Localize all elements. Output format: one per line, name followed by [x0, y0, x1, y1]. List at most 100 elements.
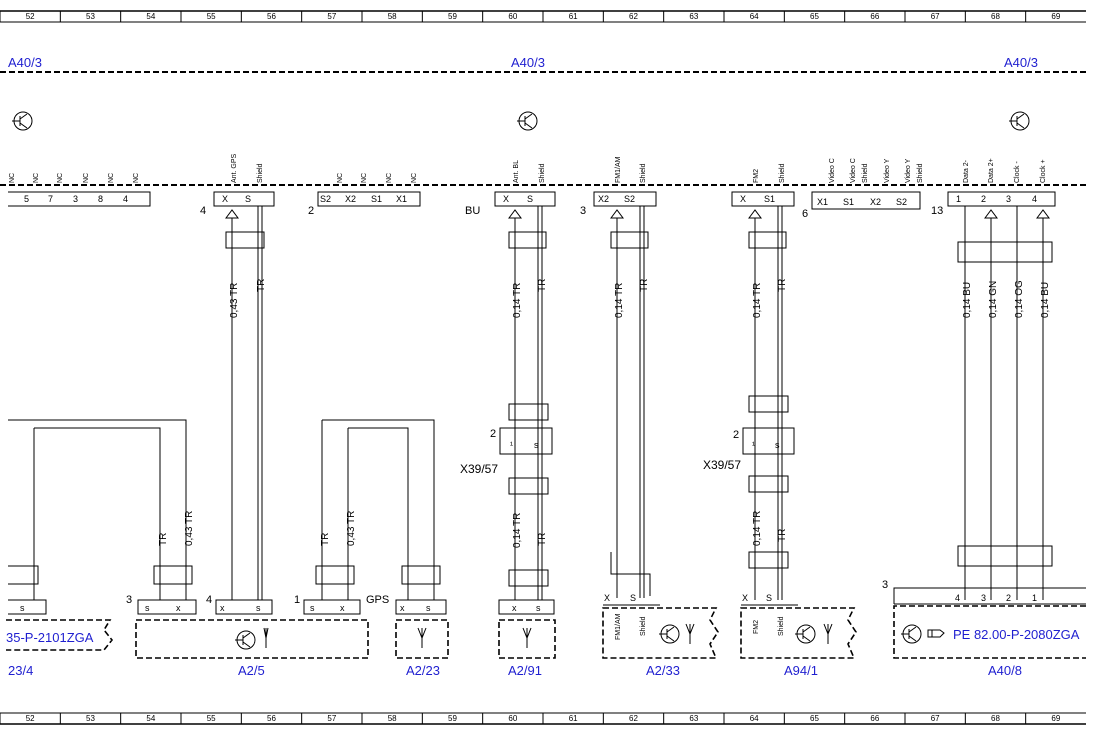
grid-column-label: 52	[26, 12, 35, 21]
svg-text:S: S	[766, 593, 772, 603]
transistor-icon	[12, 111, 33, 131]
gps-wires: 0,43 TR TR	[225, 206, 267, 600]
svg-text:Shield: Shield	[779, 163, 786, 183]
svg-text:2: 2	[981, 194, 986, 204]
x39-left-connector: 2 ¹ s X39/57	[460, 427, 553, 476]
svg-text:TR: TR	[639, 279, 650, 292]
svg-text:S2: S2	[320, 194, 331, 204]
component-a2-33: X S FM1/AM Shield A2/33	[602, 593, 719, 678]
svg-text:NC: NC	[361, 173, 368, 183]
link-ref-2101zga[interactable]: 35-P-2101ZGA	[6, 630, 94, 645]
svg-text:Data 2+: Data 2+	[988, 158, 995, 183]
link-ref-2080zga[interactable]: PE 82.00-P-2080ZGA	[953, 627, 1080, 642]
component-a2-23: 1 s x GPS x s A2/23	[294, 594, 449, 678]
svg-text:NC: NC	[133, 173, 140, 183]
svg-text:Shield: Shield	[862, 163, 869, 183]
grid-column-label: 53	[86, 714, 95, 723]
link-a2-91[interactable]: A2/91	[508, 663, 542, 678]
svg-text:x: x	[512, 603, 517, 613]
link-a2-33[interactable]: A2/33	[646, 663, 680, 678]
hand-pointer-icon	[927, 629, 945, 638]
svg-text:S: S	[245, 194, 251, 204]
grid-column-label: 61	[569, 12, 578, 21]
svg-text:s: s	[775, 440, 780, 450]
header-right[interactable]: A40/3	[1004, 55, 1038, 70]
svg-text:0,14 TR: 0,14 TR	[752, 511, 763, 546]
link-23-4[interactable]: 23/4	[8, 663, 33, 678]
fm2-connector: FM2 Shield X S1	[731, 163, 795, 219]
svg-text:0,14 TR: 0,14 TR	[512, 513, 523, 548]
grid-column-label: 68	[991, 12, 1000, 21]
svg-text:8: 8	[98, 194, 103, 204]
grid-column-label: 60	[508, 12, 517, 21]
svg-text:2: 2	[308, 205, 314, 217]
link-a2-5[interactable]: A2/5	[238, 663, 265, 678]
svg-text:4: 4	[1032, 194, 1037, 204]
grid-column-label: 54	[146, 12, 155, 21]
bl-wires: 0,14 TR TR 0,14 TR TR	[508, 206, 549, 600]
svg-text:x: x	[220, 603, 225, 613]
component-a94-1: X S FM2 Shield A94/1	[740, 593, 857, 678]
svg-text:TR: TR	[777, 529, 788, 542]
svg-text:s: s	[310, 603, 315, 613]
grid-column-label: 55	[207, 714, 216, 723]
svg-text:1: 1	[956, 194, 961, 204]
svg-text:TR: TR	[537, 279, 548, 292]
svg-text:Shield: Shield	[640, 616, 647, 636]
grid-column-label: 56	[267, 12, 276, 21]
header-center[interactable]: A40/3	[511, 55, 545, 70]
svg-text:Video C: Video C	[850, 158, 857, 183]
grid-column-label: 67	[931, 12, 940, 21]
header-left[interactable]: A40/3	[8, 55, 42, 70]
svg-text:GPS: GPS	[366, 594, 389, 606]
svg-text:Video C: Video C	[829, 158, 836, 183]
svg-text:0,43 TR: 0,43 TR	[346, 511, 357, 546]
grid-column-label: 68	[991, 714, 1000, 723]
svg-text:X: X	[604, 593, 610, 603]
grid-column-label: 61	[569, 714, 578, 723]
grid-column-label: 66	[870, 12, 879, 21]
svg-text:2: 2	[733, 429, 739, 441]
svg-text:X39/57: X39/57	[460, 462, 498, 476]
svg-text:x: x	[340, 603, 345, 613]
data-wires: 0,14 BU 0,14 GN 0,14 OG 0,14 BU	[957, 206, 1053, 600]
svg-text:13: 13	[931, 205, 943, 217]
transistor-icon	[235, 630, 256, 650]
svg-text:Data 2-: Data 2-	[963, 159, 970, 183]
data-connector: Data 2- Data 2+ Clock - Clock + 1 2 3 4 …	[931, 158, 1056, 219]
svg-text:Shield: Shield	[917, 163, 924, 183]
svg-text:Clock -: Clock -	[1014, 161, 1021, 183]
fm1-wires: 0,14 TR TR	[610, 206, 651, 598]
link-a40-8[interactable]: A40/8	[988, 663, 1022, 678]
svg-text:0,43 TR: 0,43 TR	[229, 283, 240, 318]
grid-column-label: 56	[267, 714, 276, 723]
lower-mid-loop: TR 0,43 TR	[315, 419, 441, 600]
grid-column-label: 52	[26, 714, 35, 723]
svg-text:s: s	[536, 603, 541, 613]
grid-column-label: 53	[86, 12, 95, 21]
link-a94-1[interactable]: A94/1	[784, 663, 818, 678]
svg-text:s: s	[145, 603, 150, 613]
svg-text:S: S	[527, 194, 533, 204]
svg-text:¹: ¹	[752, 440, 755, 450]
grid-column-label: 64	[750, 12, 759, 21]
grid-column-label: 69	[1051, 714, 1060, 723]
svg-text:1: 1	[1032, 593, 1037, 603]
svg-text:0,14 TR: 0,14 TR	[614, 283, 625, 318]
svg-text:FM1/AM: FM1/AM	[615, 613, 622, 640]
svg-text:Video Y: Video Y	[905, 158, 912, 183]
svg-text:X1: X1	[817, 197, 828, 207]
link-a2-23[interactable]: A2/23	[406, 663, 440, 678]
bl-connector: Ant. BL Shield X S BU	[465, 160, 556, 219]
grid-column-label: 63	[689, 12, 698, 21]
transistor-icon	[517, 111, 538, 131]
svg-text:NC: NC	[33, 173, 40, 183]
component-23-4: s 35-P-2101ZGA 23/4	[6, 599, 114, 678]
component-a2-5: 3 4 s x x s A2/5	[126, 594, 369, 678]
svg-text:S1: S1	[371, 194, 382, 204]
svg-text:s: s	[256, 603, 261, 613]
grid-column-label: 65	[810, 714, 819, 723]
svg-text:s: s	[20, 603, 25, 613]
grid-column-label: 60	[508, 714, 517, 723]
